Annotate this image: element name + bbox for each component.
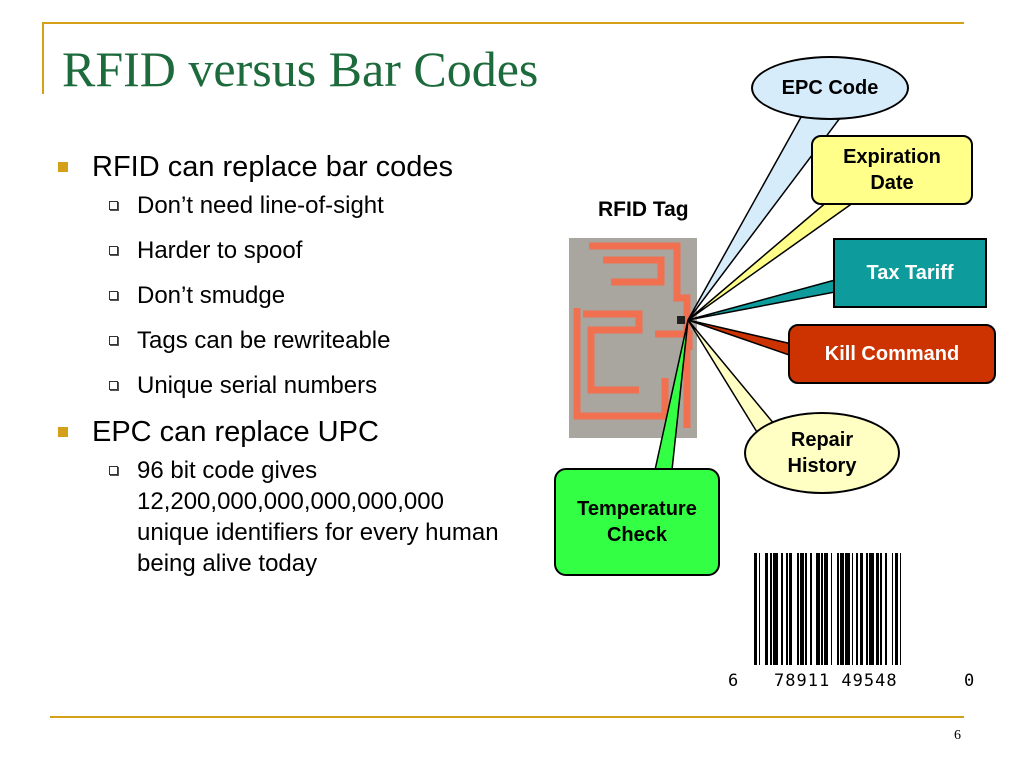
tax-tariff-callout: Tax Tariff [833, 238, 987, 308]
barcode-bar [754, 553, 758, 665]
barcode-bar [789, 553, 793, 665]
callout-text: Repair [790, 429, 854, 451]
barcode-bar [869, 553, 874, 665]
barcode-bar [837, 553, 839, 665]
barcode-bar [800, 553, 804, 665]
callout-text: History [787, 455, 857, 477]
kill-command-callout: Kill Command [788, 324, 996, 384]
hollow-square-bullet-icon [109, 291, 118, 300]
barcode-bar [786, 553, 788, 665]
barcode-bars [754, 553, 952, 665]
barcode-bar [770, 553, 772, 665]
hollow-square-bullet-icon [109, 336, 118, 345]
barcode-bar [880, 553, 882, 665]
barcode-bar [866, 553, 868, 665]
callout-text: Temperature [577, 498, 697, 520]
callout-text: EPC Code [781, 77, 879, 99]
hollow-square-bullet-icon [109, 201, 118, 210]
left-rule [42, 22, 44, 94]
bullet-item: RFID can replace bar codes [58, 150, 548, 184]
barcode-middle-digits: 78911 49548 [774, 671, 898, 691]
bullet-item: EPC can replace UPC [58, 415, 548, 449]
temperature-pointer [654, 319, 689, 471]
hollow-square-bullet-icon [109, 246, 118, 255]
hollow-square-bullet-icon [109, 466, 118, 475]
sub-bullet-item: Harder to spoof [58, 235, 548, 266]
square-bullet-icon [58, 427, 68, 437]
barcode-bar [894, 553, 898, 665]
bullet-text: EPC can replace UPC [92, 416, 379, 448]
barcode-bar [891, 553, 894, 665]
callout-text: Expiration [843, 146, 941, 168]
barcode-bar [845, 553, 850, 665]
top-rule [42, 22, 964, 24]
sub-bullet-item: Don’t need line-of-sight [58, 190, 548, 221]
sub-bullet-text: 96 bit code gives 12,200,000,000,000,000… [137, 457, 499, 577]
epc-code-callout: EPC Code [751, 56, 909, 120]
barcode-bar [856, 553, 858, 665]
square-bullet-icon [58, 162, 68, 172]
repair-history-callout: Repair History [744, 412, 900, 494]
barcode-bar [885, 553, 887, 665]
expiration-date-callout: Expiration Date [811, 135, 973, 205]
bottom-rule [50, 716, 964, 718]
barcode-bar [824, 553, 828, 665]
barcode-bar [821, 553, 823, 665]
callout-text: Check [606, 524, 667, 546]
sub-bullet-text: Harder to spoof [137, 237, 303, 264]
barcode-bar [758, 553, 761, 665]
sub-bullet-text: Don’t smudge [137, 282, 286, 309]
sub-bullet-item: 96 bit code gives 12,200,000,000,000,000… [58, 455, 517, 579]
bullet-list: RFID can replace bar codes Don’t need li… [58, 150, 548, 593]
callout-text: Tax Tariff [866, 262, 954, 284]
barcode-bar [797, 553, 799, 665]
page-number: 6 [954, 728, 961, 743]
barcode-bar [805, 553, 807, 665]
barcode-bar [773, 553, 778, 665]
sub-bullet-item: Tags can be rewriteable [58, 325, 548, 356]
slide-title: RFID versus Bar Codes [62, 41, 539, 97]
barcode-bar [830, 553, 833, 665]
barcode-bar [851, 553, 854, 665]
barcode-bar [765, 553, 769, 665]
temperature-check-callout: Temperature Check [554, 468, 720, 576]
callout-text: Kill Command [824, 343, 960, 365]
sub-bullet-text: Don’t need line-of-sight [137, 192, 384, 219]
barcode-bar [781, 553, 783, 665]
barcode-trailing-digit: 0 [964, 671, 975, 691]
upc-barcode: 6 78911 49548 0 [728, 553, 976, 693]
hollow-square-bullet-icon [109, 381, 118, 390]
rfid-tag-label: RFID Tag [598, 198, 689, 221]
barcode-bar [899, 553, 902, 665]
barcode-bar [875, 553, 879, 665]
bullet-text: RFID can replace bar codes [92, 151, 454, 183]
barcode-bar [810, 553, 812, 665]
barcode-bar [816, 553, 820, 665]
barcode-bar [840, 553, 844, 665]
barcode-bar [859, 553, 863, 665]
sub-bullet-text: Unique serial numbers [137, 372, 378, 399]
callout-text: Date [870, 172, 914, 194]
rfid-antenna-graphic [569, 238, 697, 438]
sub-bullet-item: Don’t smudge [58, 280, 548, 311]
barcode-leading-digit: 6 [728, 671, 739, 691]
sub-bullet-item: Unique serial numbers [58, 370, 548, 401]
sub-bullet-text: Tags can be rewriteable [137, 327, 391, 354]
